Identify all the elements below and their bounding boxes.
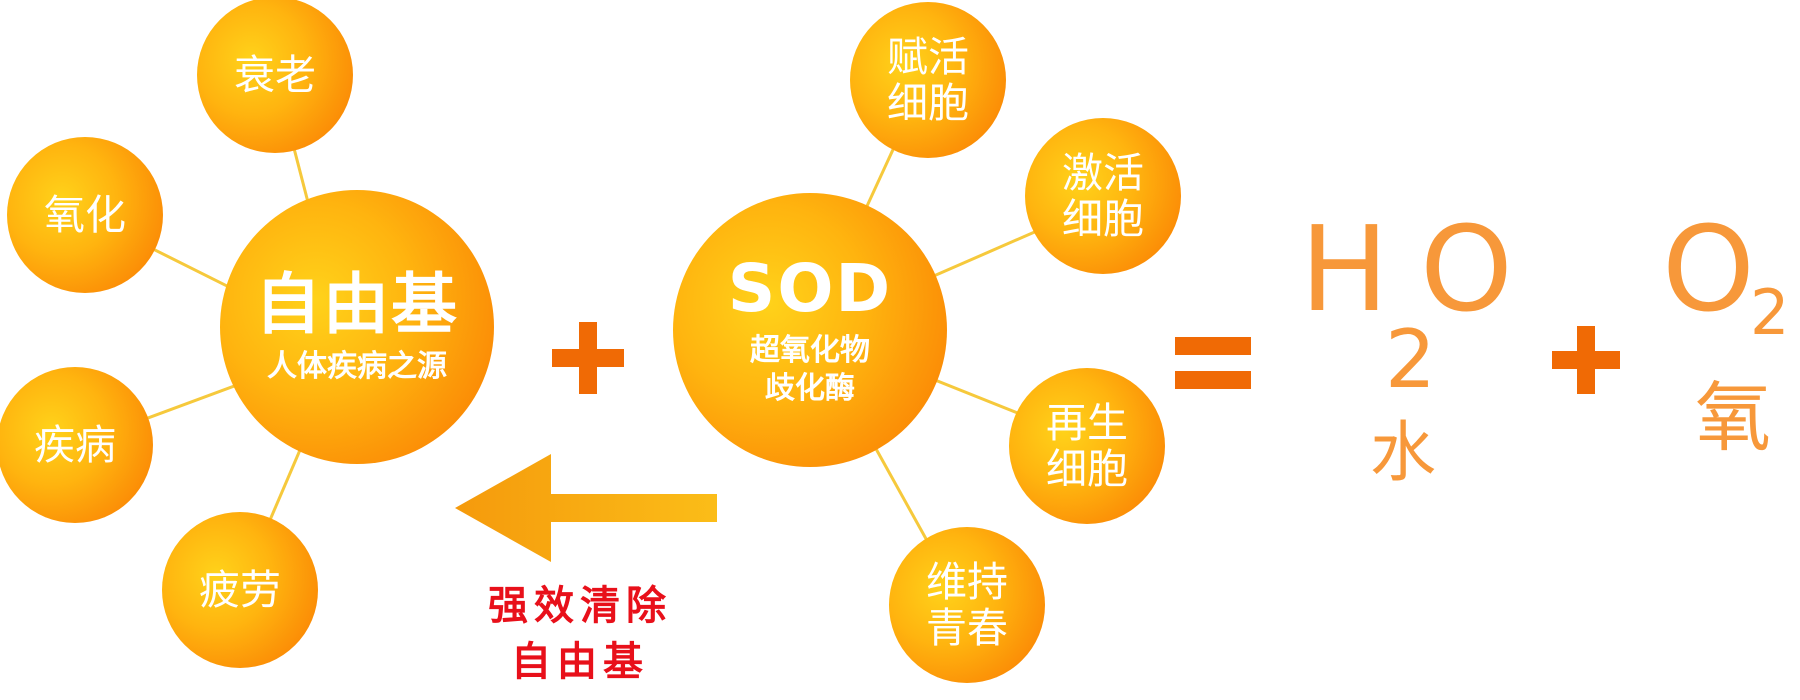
equals-operator (1175, 337, 1251, 389)
benefit-circle-regenerate: 再生 细胞 (1009, 368, 1165, 524)
arrow-left-icon (455, 454, 717, 562)
effect-circle-aging: 衰老 (197, 0, 353, 153)
effect-label: 疾病 (34, 421, 116, 469)
free-radical-circle: 自由基 人体疾病之源 (220, 190, 494, 464)
water-formula-h: H (1300, 200, 1389, 338)
effect-circle-disease: 疾病 (0, 367, 153, 523)
plus-operator (552, 322, 624, 394)
oxygen-formula-subscript: 2 (1750, 276, 1790, 349)
sod-circle: SOD 超氧化物 歧化酶 (673, 193, 947, 467)
sod-subtitle: 超氧化物 歧化酶 (750, 333, 870, 406)
effect-label: 疲劳 (199, 566, 281, 614)
water-label: 水 (1370, 414, 1436, 491)
plus-operator-2 (1552, 326, 1620, 394)
effect-label: 氧化 (44, 191, 126, 239)
effect-circle-fatigue: 疲劳 (162, 512, 318, 668)
sod-title: SOD (727, 250, 893, 327)
benefit-circle-youth: 维持 青春 (889, 527, 1045, 683)
benefit-circle-revitalize: 赋活 细胞 (850, 2, 1006, 158)
benefit-circle-activate: 激活 细胞 (1025, 118, 1181, 274)
effect-circle-oxidation: 氧化 (7, 137, 163, 293)
arrow-caption: 强效清除 自由基 (488, 582, 672, 685)
free-radical-subtitle: 人体疾病之源 (267, 349, 447, 384)
oxygen-label: 氧 (1695, 373, 1771, 462)
water-formula-o: O (1420, 200, 1513, 338)
water-formula-subscript: 2 (1385, 313, 1436, 406)
free-radical-title: 自由基 (255, 266, 459, 343)
effect-label: 衰老 (234, 51, 316, 99)
oxygen-formula-o: O (1662, 200, 1755, 338)
